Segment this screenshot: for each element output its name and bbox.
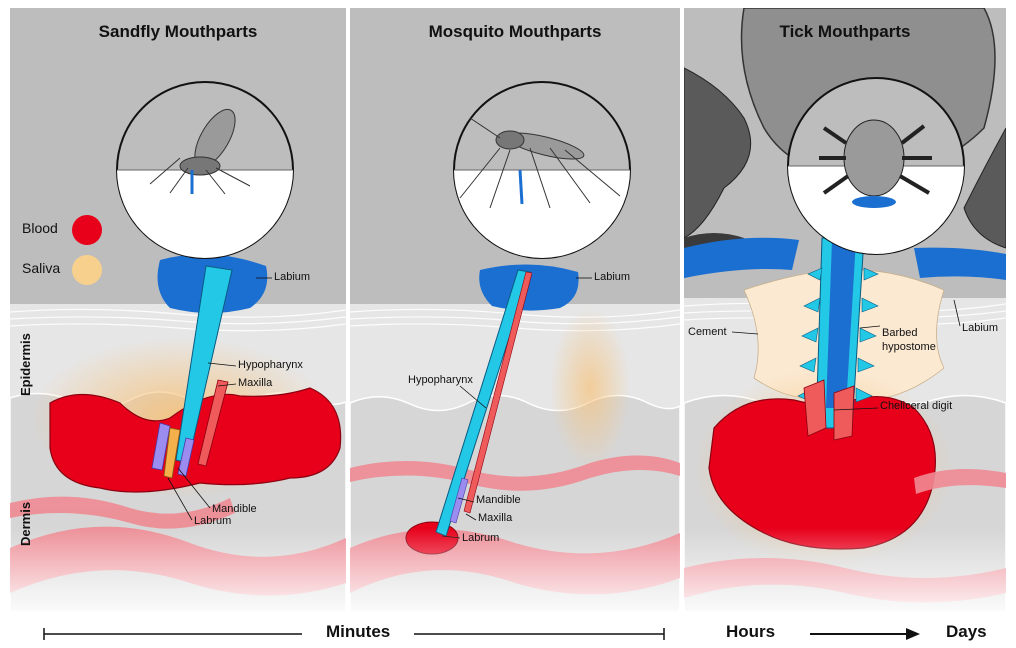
timeline-days-label: Days (946, 622, 987, 642)
legend-blood-dot (72, 215, 102, 245)
timeline-minutes: Minutes (10, 616, 680, 648)
tick-title: Tick Mouthparts (684, 22, 1006, 42)
mosquito-label-mandible: Mandible (476, 494, 521, 506)
timeline-minutes-label: Minutes (326, 622, 390, 642)
tick-label-barbed-hypostome: Barbed hypostome (882, 326, 952, 354)
tick-label-cement: Cement (688, 326, 727, 338)
sandfly-title: Sandfly Mouthparts (10, 22, 346, 42)
sandfly-label-labium: Labium (274, 271, 310, 283)
tick-panel: Tick Mouthparts Cement Barbed hypostome … (684, 8, 1006, 612)
tick-label-cheliceral-digit: Cheliceral digit (880, 400, 952, 412)
sandfly-label-hypopharynx: Hypopharynx (238, 359, 303, 371)
mosquito-label-hypopharynx: Hypopharynx (408, 374, 473, 386)
mosquito-label-maxilla: Maxilla (478, 512, 512, 524)
epidermis-label: Epidermis (18, 333, 33, 396)
sandfly-illustration (10, 8, 346, 612)
sandfly-label-maxilla: Maxilla (238, 377, 272, 389)
legend-saliva-dot (72, 255, 102, 285)
sandfly-label-labrum: Labrum (194, 515, 231, 527)
mosquito-label-labrum: Labrum (462, 532, 499, 544)
mosquito-label-labium: Labium (594, 271, 630, 283)
timeline-hours-label: Hours (726, 622, 775, 642)
mosquito-title: Mosquito Mouthparts (350, 22, 680, 42)
dermis-label: Dermis (18, 502, 33, 546)
tick-label-labium: Labium (962, 322, 998, 334)
sandfly-label-mandible: Mandible (212, 503, 257, 515)
legend-saliva-label: Saliva (22, 260, 60, 276)
sandfly-panel: Sandfly Mouthparts Blood Saliva Epidermi… (10, 8, 346, 612)
cheliceral-digit (804, 380, 826, 436)
legend-blood-label: Blood (22, 220, 58, 236)
timeline-hours-days: Hours Days (684, 616, 1006, 648)
tick-illustration (684, 8, 1006, 612)
mosquito-illustration (350, 8, 680, 612)
mosquito-panel: Mosquito Mouthparts Labium Hypopharynx M… (350, 8, 680, 612)
